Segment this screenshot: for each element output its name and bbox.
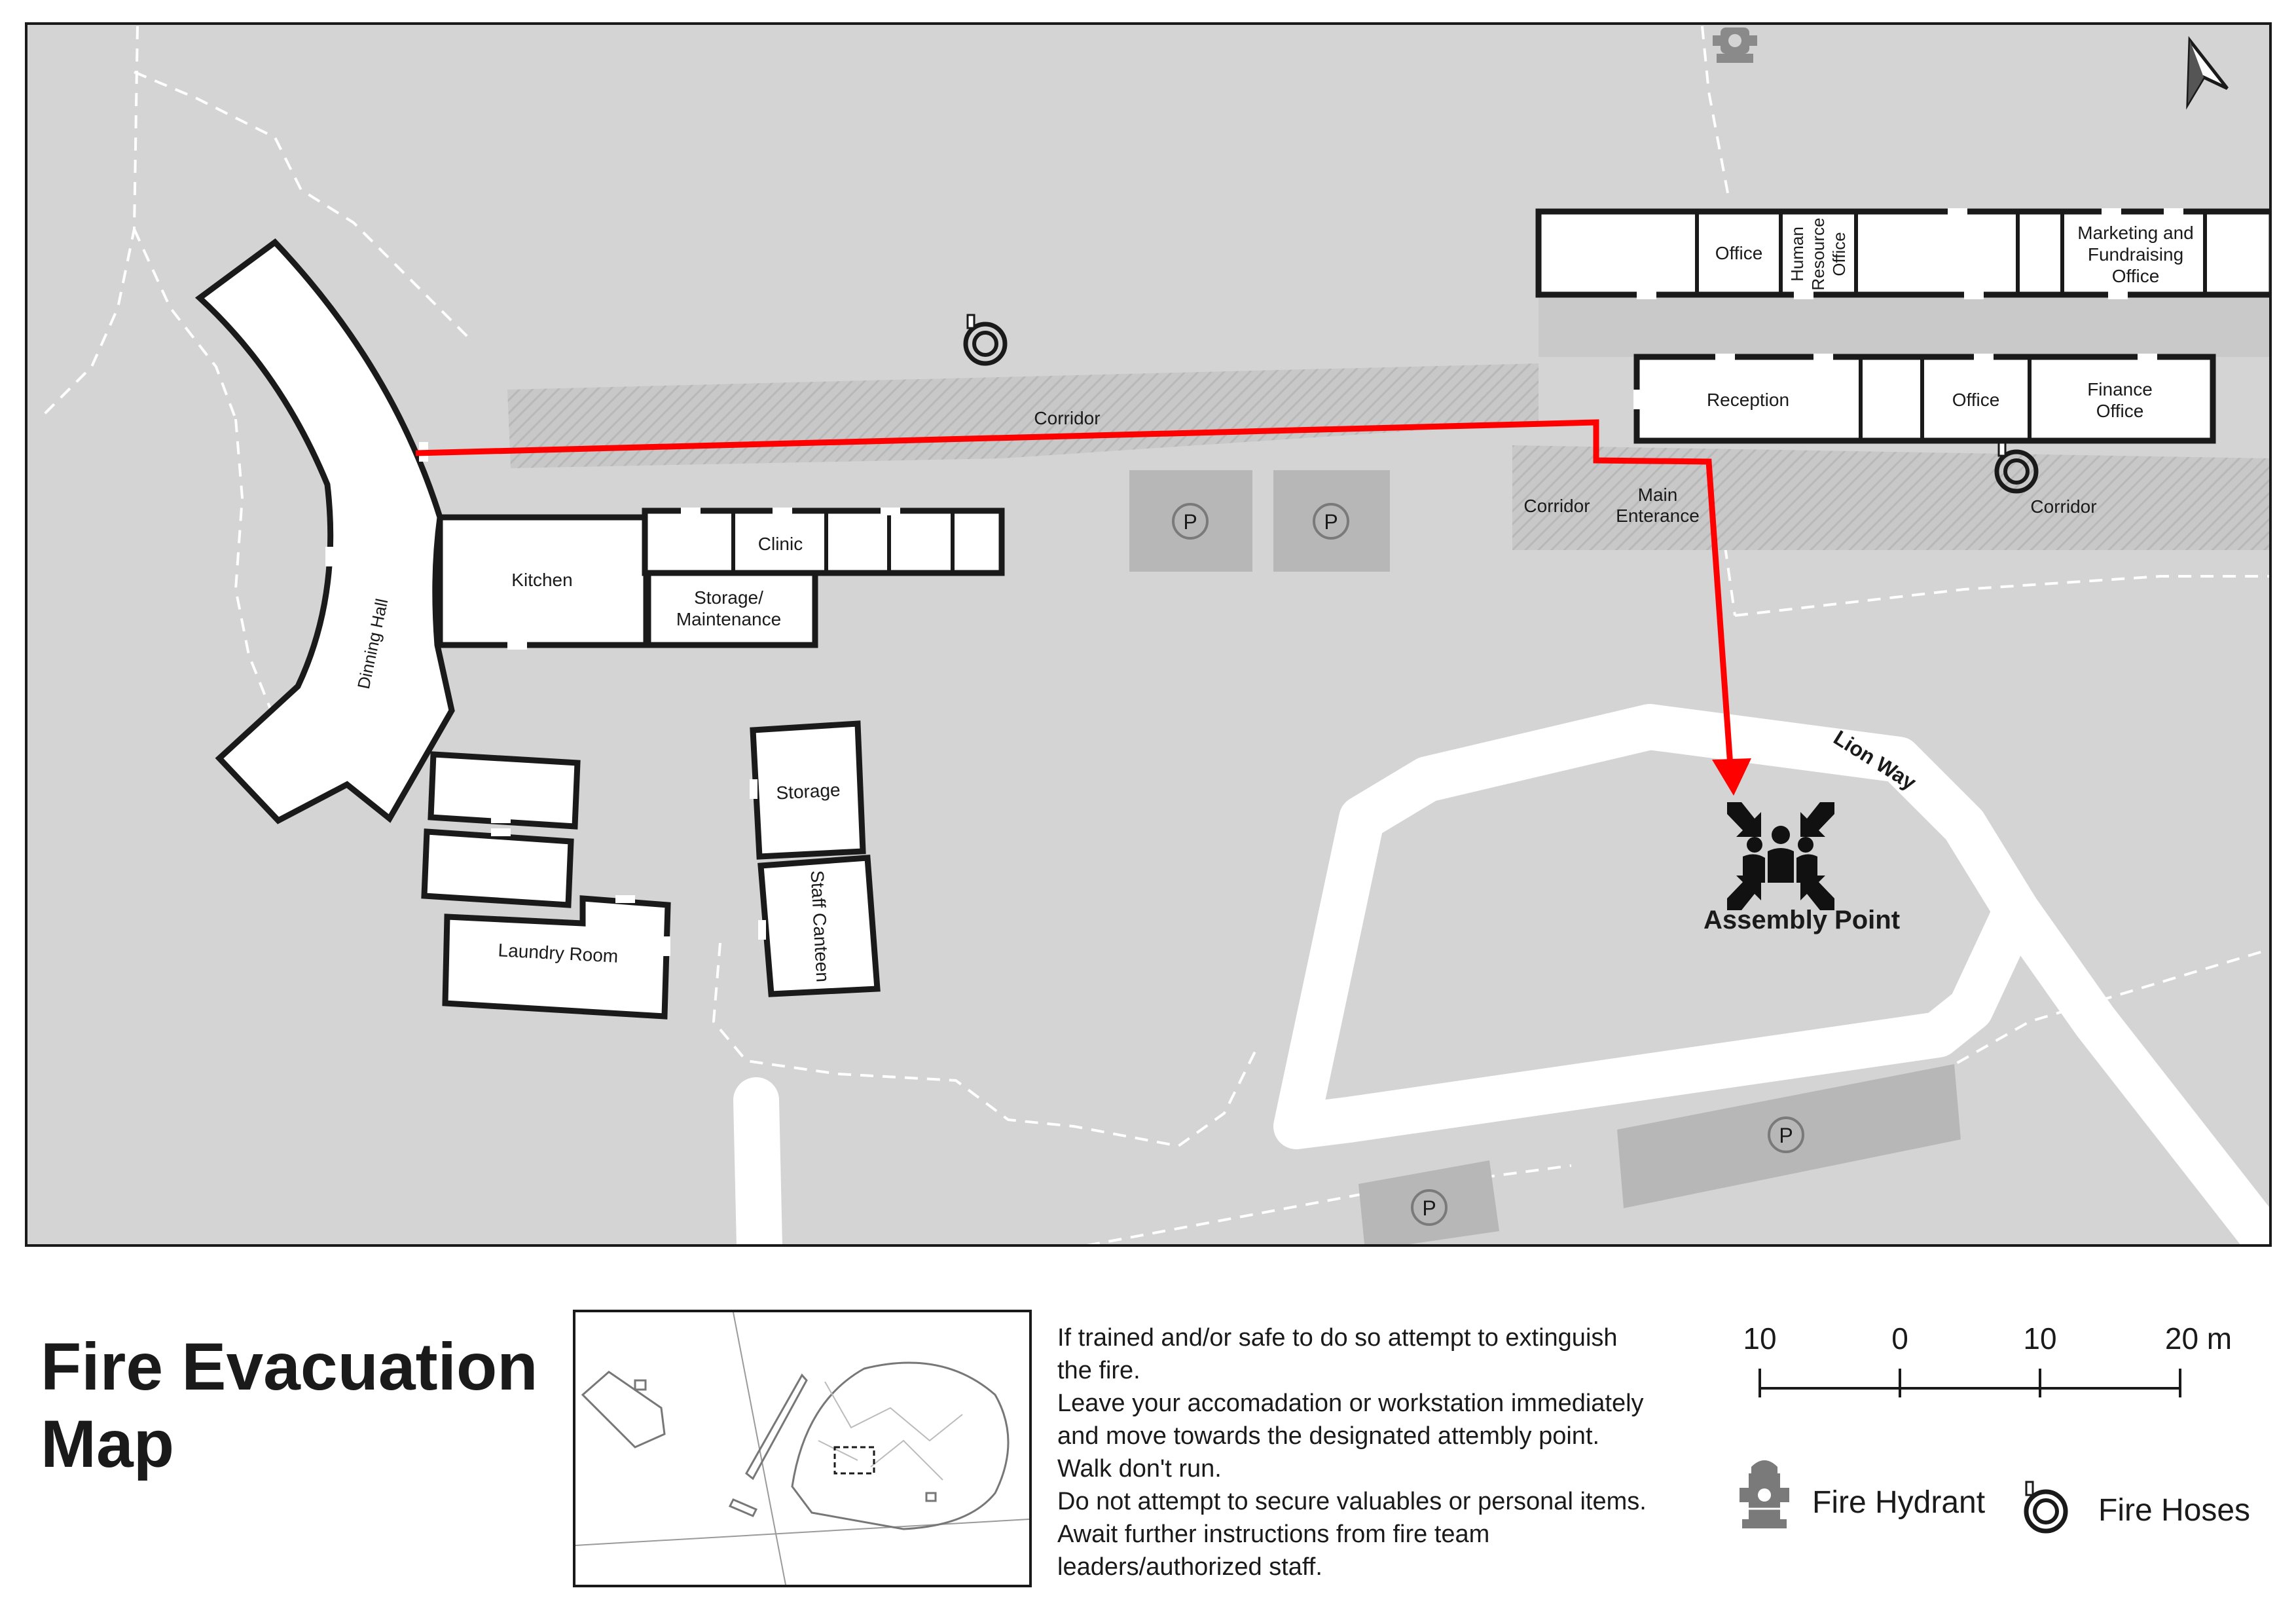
parking-lots: [1129, 470, 1961, 1244]
scale-label: 20 m: [2165, 1321, 2232, 1356]
fire-hose-icon: [1994, 441, 2039, 494]
instruction-line: Walk don't run.: [1057, 1455, 1222, 1483]
label-main-entrance: Main Enterance: [1616, 485, 1700, 526]
label-corridor-east-left: Corridor: [1523, 496, 1590, 516]
assembly-point-icon: [1727, 802, 1834, 910]
room-label-finance: Finance Office: [2087, 379, 2153, 421]
legend-label-fire-hoses: Fire Hoses: [2098, 1493, 2250, 1528]
dinning-hall-building: [194, 238, 455, 824]
map-title-line-2: Map: [41, 1407, 174, 1481]
parking-symbol: P: [1422, 1196, 1436, 1220]
legend-label-fire-hydrant: Fire Hydrant: [1812, 1485, 1985, 1520]
room-label-clinic: Clinic: [758, 534, 803, 554]
instruction-line: the fire.: [1057, 1357, 1140, 1384]
small-sheds: [421, 751, 581, 908]
svg-text:Office: Office: [1829, 232, 1849, 276]
svg-text:Office: Office: [2112, 266, 2160, 286]
room-label-marketing: Marketing and Fundraising Office: [2077, 223, 2193, 286]
room-label-kitchen: Kitchen: [511, 570, 572, 590]
parking-symbol: P: [1324, 510, 1338, 534]
fire-hose-icon: [2024, 1481, 2068, 1534]
scale-label: 10: [2023, 1321, 2056, 1356]
room-label-office-top: Office: [1715, 243, 1763, 263]
fire-hydrant-icon: [1713, 28, 1757, 63]
svg-text:Storage/: Storage/: [694, 587, 763, 608]
svg-text:Enterance: Enterance: [1616, 506, 1700, 526]
storage-canteen-block: [750, 720, 881, 997]
map-title-line-1: Fire Evacuation: [41, 1329, 538, 1404]
instruction-line: leaders/authorized staff.: [1057, 1553, 1322, 1581]
scale-label: 10: [1743, 1321, 1776, 1356]
svg-text:Fundraising: Fundraising: [2088, 244, 2183, 265]
legend-fire-hydrant: Fire Hydrant: [1740, 1460, 1985, 1528]
corridor-east: [1512, 445, 2269, 550]
parking-lot-1: [1129, 470, 1252, 572]
label-corridor-east-right: Corridor: [2030, 496, 2096, 517]
svg-text:Marketing and: Marketing and: [2077, 223, 2193, 243]
room-label-reception: Reception: [1707, 390, 1789, 410]
label-assembly-point: Assembly Point: [1704, 906, 1900, 934]
north-arrow-icon: [2186, 36, 2229, 110]
parking-symbols: P P P P: [1172, 503, 1804, 1226]
room-label-storage: Storage: [776, 779, 841, 803]
svg-text:Main: Main: [1638, 485, 1678, 505]
room-label-hr-office: Human Resource Office: [1787, 217, 1849, 290]
instruction-line: If trained and/or safe to do so attempt …: [1057, 1324, 1618, 1352]
evacuation-route: [415, 419, 1734, 767]
svg-text:Office: Office: [2096, 401, 2144, 421]
parking-symbol: P: [1779, 1124, 1793, 1147]
parking-lot-4: [1358, 1160, 1499, 1244]
svg-text:Resource: Resource: [1808, 217, 1828, 290]
fire-hose-icon: [963, 314, 1008, 366]
legend-fire-hoses: Fire Hoses: [2024, 1481, 2250, 1534]
evacuation-instructions: If trained and/or safe to do so attempt …: [1057, 1324, 1647, 1581]
svg-text:Finance: Finance: [2087, 379, 2153, 399]
room-label-office-mid: Office: [1952, 390, 2000, 410]
svg-text:Maintenance: Maintenance: [676, 609, 781, 629]
east-building-row-2: [1633, 354, 2216, 444]
building-plate-east: [1539, 295, 2269, 357]
svg-text:Human: Human: [1787, 227, 1807, 282]
laundry-room-building: [442, 895, 671, 1020]
parking-lot-2: [1273, 470, 1390, 572]
instruction-line: Await further instructions from fire tea…: [1057, 1521, 1489, 1548]
scale-bar: 10 0 10 20 m: [1743, 1321, 2232, 1397]
kitchen-block: [437, 507, 1005, 650]
label-corridor-top: Corridor: [1034, 408, 1100, 428]
instruction-line: Do not attempt to secure valuables or pe…: [1057, 1488, 1647, 1515]
parking-symbol: P: [1183, 510, 1197, 534]
roads: [733, 704, 2269, 1244]
parking-lot-3: [1617, 1064, 1961, 1208]
locator-inset-map: [573, 1310, 1032, 1587]
scale-label: 0: [1891, 1321, 1908, 1356]
fire-hydrant-icon: [1740, 1460, 1789, 1528]
east-building-row-1: [1535, 208, 2269, 299]
room-label-storage-maintenance: Storage/ Maintenance: [676, 587, 781, 629]
corridors: [507, 295, 2269, 550]
instruction-line: and move towards the designated attembly…: [1057, 1422, 1599, 1450]
instruction-line: Leave your accomadation or workstation i…: [1057, 1390, 1644, 1417]
evacuation-route-arrowhead: [1712, 758, 1751, 796]
